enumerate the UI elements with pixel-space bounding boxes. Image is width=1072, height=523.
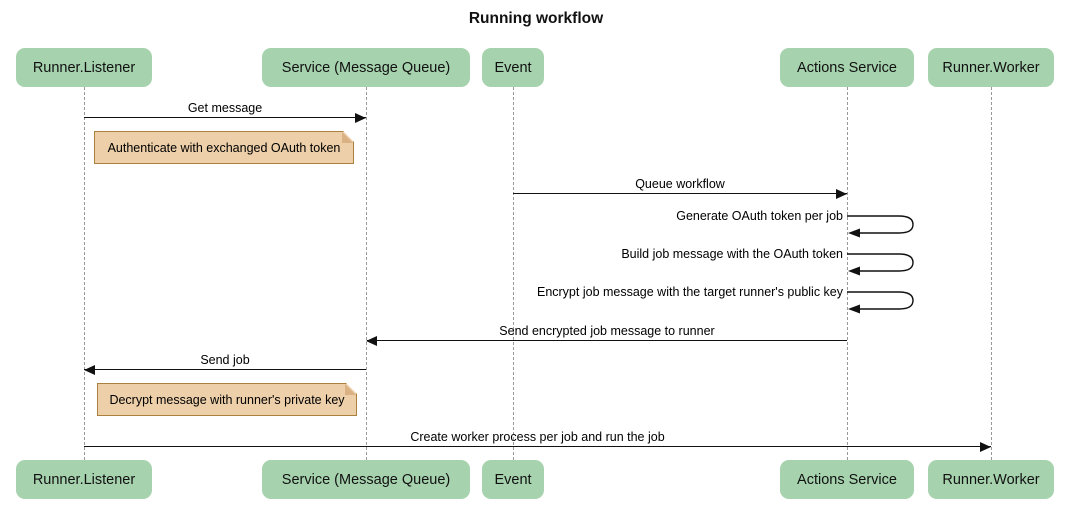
message-label-build-job-message: Build job message with the OAuth token [621,247,843,261]
actor-top-service-message-queue: Service (Message Queue) [262,48,470,87]
self-loop-arrow-icon [847,253,914,276]
message-label-queue-workflow: Queue workflow [635,177,725,191]
self-loop-arrow-icon [847,291,914,314]
actor-label: Service (Message Queue) [281,59,451,76]
message-label-send-job: Send job [200,353,250,367]
actor-top-event: Event [482,48,544,87]
note-decrypt: Decrypt message with runner's private ke… [97,383,357,416]
diagram-title: Running workflow [468,10,604,27]
arrowhead-left-icon [366,336,377,346]
actor-label: Runner.Worker [942,471,1040,488]
arrowhead-right-icon [836,189,847,199]
lifeline-event [513,87,514,460]
message-label-create-worker: Create worker process per job and run th… [410,430,665,444]
actor-label: Actions Service [797,471,897,488]
actor-top-actions-service: Actions Service [780,48,914,87]
actor-label: Event [494,59,532,76]
lifeline-service-message-queue [366,87,367,460]
lifeline-runner-worker [991,87,992,460]
actor-top-runner-worker: Runner.Worker [928,48,1054,87]
arrowhead-left-icon [84,365,95,375]
arrowhead-right-icon [980,442,991,452]
actor-label: Actions Service [797,59,897,76]
actor-label: Runner.Listener [32,59,136,76]
actor-label: Event [494,471,532,488]
message-label-encrypt-job-message: Encrypt job message with the target runn… [536,285,843,299]
message-line [84,117,366,118]
message-label-generate-oauth-token: Generate OAuth token per job [676,209,843,223]
message-label-get-message: Get message [187,101,263,115]
message-line [84,446,991,447]
message-line [513,193,847,194]
actor-bottom-service-message-queue: Service (Message Queue) [262,460,470,499]
message-label-send-encrypted-job: Send encrypted job message to runner [499,324,715,338]
actor-bottom-event: Event [482,460,544,499]
self-loop-arrow-icon [847,215,914,238]
lifeline-actions-service [847,87,848,460]
actor-label: Runner.Listener [32,471,136,488]
note-authenticate: Authenticate with exchanged OAuth token [94,131,354,164]
actor-bottom-runner-worker: Runner.Worker [928,460,1054,499]
arrowhead-right-icon [355,113,366,123]
message-line [367,340,847,341]
lifeline-runner-listener [84,87,85,460]
actor-label: Service (Message Queue) [281,471,451,488]
message-line [84,369,366,370]
actor-label: Runner.Worker [942,59,1040,76]
actor-bottom-actions-service: Actions Service [780,460,914,499]
actor-top-runner-listener: Runner.Listener [16,48,152,87]
actor-bottom-runner-listener: Runner.Listener [16,460,152,499]
note-label: Decrypt message with runner's private ke… [109,392,345,407]
note-label: Authenticate with exchanged OAuth token [107,140,341,155]
